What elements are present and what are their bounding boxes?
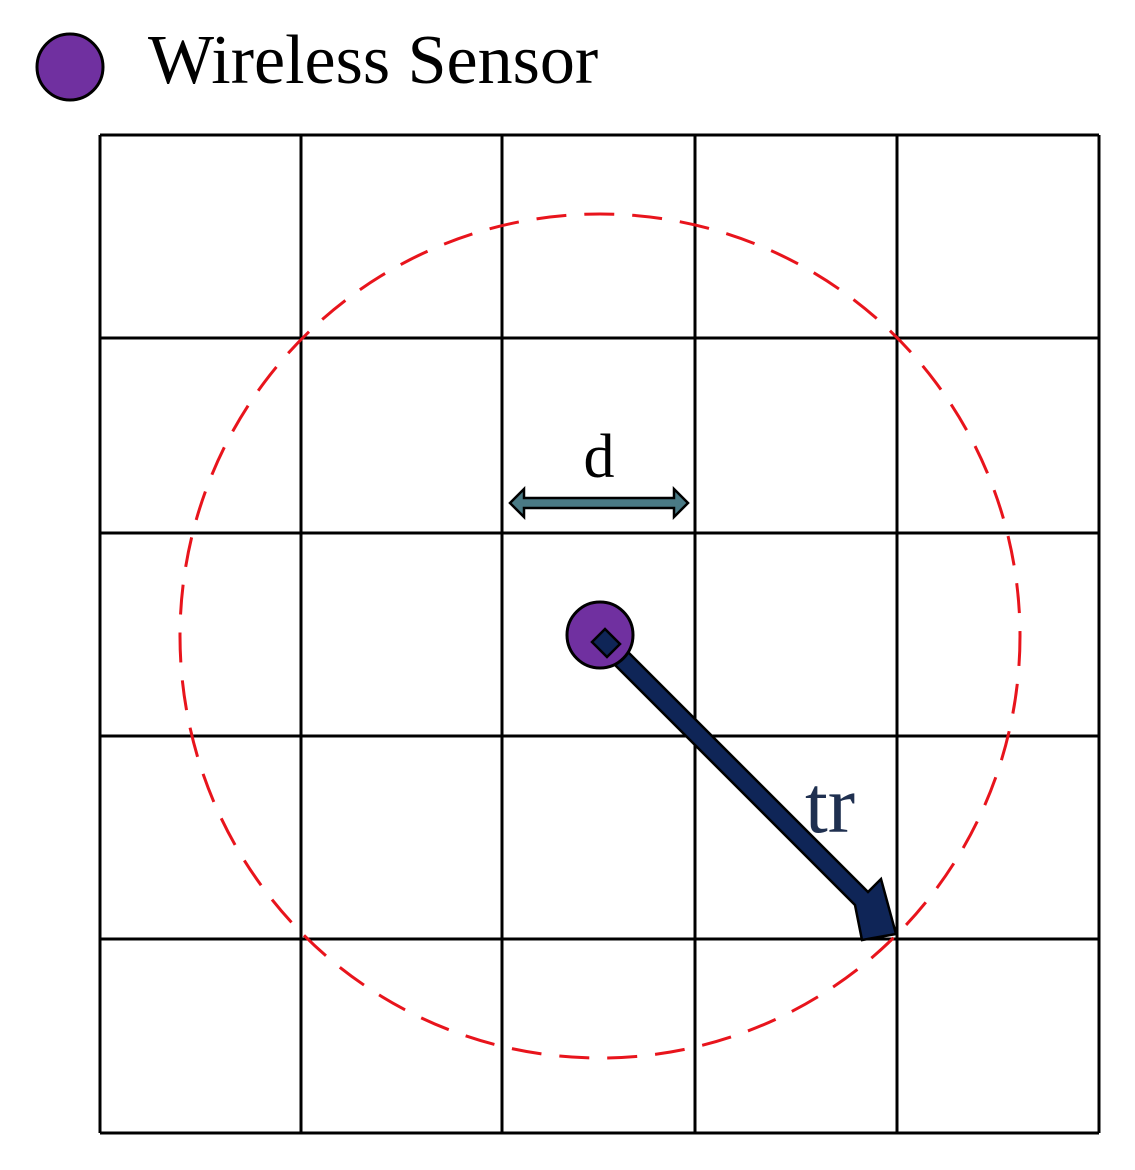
legend-sensor-icon [35, 32, 105, 102]
legend-label: Wireless Sensor [148, 22, 598, 99]
grid [98, 133, 1101, 1135]
spacing-arrow-shape [508, 485, 690, 521]
range-label: tr [805, 759, 855, 850]
legend: Wireless Sensor [35, 22, 598, 102]
range-arrow-start [590, 627, 622, 659]
spacing-label: d [584, 423, 615, 491]
spacing-arrow [508, 485, 690, 521]
range-circle [178, 212, 1022, 1060]
